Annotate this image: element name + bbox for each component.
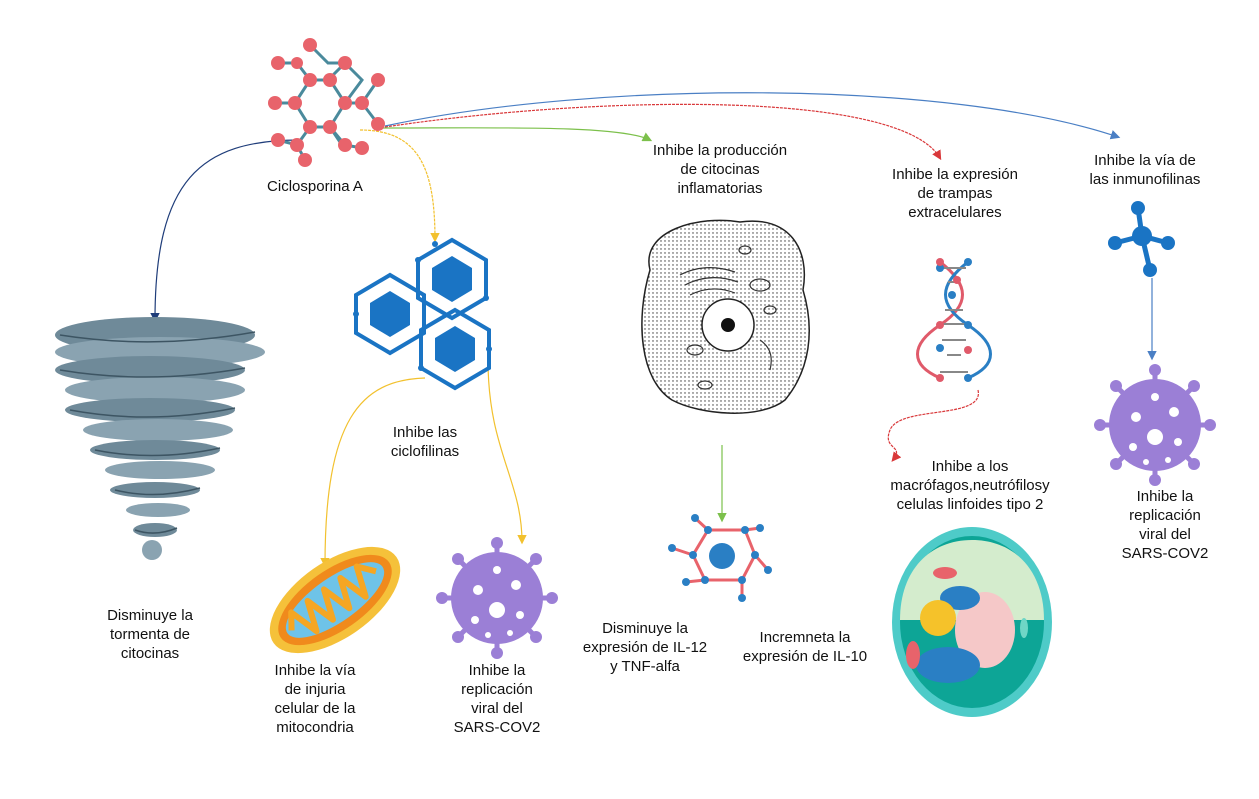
dna-icon [916,258,992,382]
label-viral-replication-1: Inhibe la replicación viral del SARS-COV… [453,662,541,736]
label-mitochondria: Inhibe la vía de injuria celular de la m… [274,662,356,736]
label-il10: Incremneta la expresión de IL-10 [742,629,868,665]
molecule-icon [268,38,385,167]
mitochondria-icon [269,546,401,654]
arrow-to-cyclophilins [359,129,440,243]
arrows [150,92,1157,568]
arrow-to-macrophages [887,389,979,462]
label-inflammatory-cytokines: Inhibe la producción de citocinas inflam… [652,142,788,197]
label-extracellular-traps: Inhibe la expresión de trampas extracelu… [892,166,1018,221]
arrow-to-traps [384,103,942,161]
label-macrophages: Inhibe a los macrófagos,neutrófilosy cel… [890,458,1050,513]
cell-icon [641,219,810,414]
label-immunophilins: Inhibe la vía de las inmunofilinas [1089,152,1201,188]
arrow-to-cytokines [379,127,653,142]
label-il12-tnf: Disminuye la expresión de IL-12 y TNF-al… [582,620,708,675]
immunophilin-icon [1108,201,1175,277]
arrow-to-virus-1 [487,359,527,545]
virus-icon [1094,364,1216,486]
virus-icon [436,537,558,659]
arrow-to-immunophilins [384,92,1121,140]
arrow-to-mitochondria [320,377,426,568]
dendritic-cell-icon [668,514,772,602]
tornado-icon [55,317,265,560]
macrophage-icon [892,527,1052,717]
label-cyclosporine: Ciclosporina A [267,178,363,195]
arrow-to-tornado [150,139,301,323]
label-cytokine-storm: Disminuye la tormenta de citocinas [107,607,193,662]
label-cyclophilins: Inhibe las ciclofilinas [390,424,460,460]
label-viral-replication-2: Inhibe la replicación viral del SARS-COV… [1121,488,1209,562]
